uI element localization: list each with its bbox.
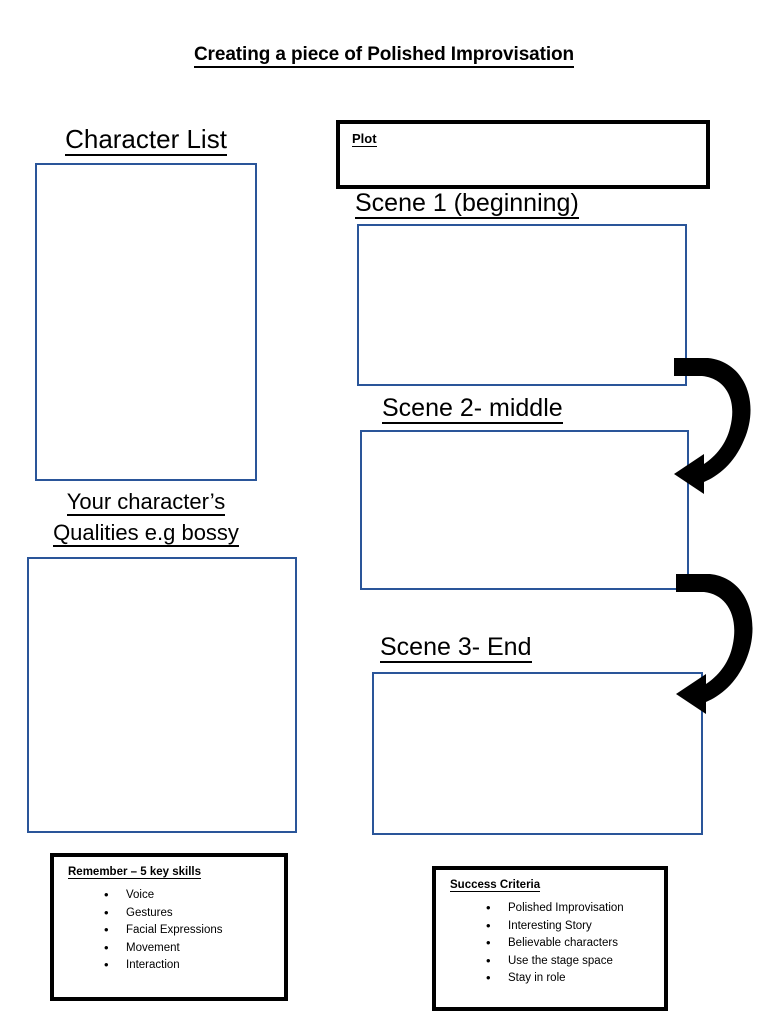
character-list-answer-box[interactable] — [35, 163, 257, 481]
plot-label: Plot — [352, 131, 377, 147]
plot-box[interactable]: Plot — [336, 120, 710, 189]
scene-3-heading-text: Scene 3- End — [380, 633, 532, 663]
scene-3-heading: Scene 3- End — [380, 633, 532, 663]
success-criteria-title: Success Criteria — [450, 879, 541, 892]
scene-1-answer-box[interactable] — [357, 224, 687, 386]
character-list-heading-text: Character List — [65, 124, 227, 156]
list-item: Stay in role — [486, 969, 624, 988]
remember-box-title-text: Remember – 5 key skills — [68, 866, 201, 879]
list-item: Polished Improvisation — [486, 899, 624, 918]
scene-3-answer-box[interactable] — [372, 672, 703, 835]
qualities-heading-line1: Your character’s — [66, 489, 226, 516]
list-item: Interesting Story — [486, 917, 624, 936]
list-item: Interaction — [104, 956, 223, 975]
remember-box-title: Remember – 5 key skills — [68, 866, 201, 879]
list-item: Facial Expressions — [104, 921, 222, 940]
qualities-heading: Your character’s Qualities e.g bossy — [0, 486, 292, 548]
remember-box-list: Voice Gestures Facial Expressions Moveme… — [82, 886, 223, 975]
qualities-heading-line2: Qualities e.g bossy — [53, 520, 239, 547]
scene-1-heading-text: Scene 1 (beginning) — [355, 189, 579, 219]
plot-label-text: Plot — [352, 131, 377, 147]
list-item: Voice — [104, 886, 223, 905]
scene-1-heading: Scene 1 (beginning) — [355, 189, 579, 219]
list-item: Movement — [104, 939, 223, 958]
page-title-text: Creating a piece of Polished Improvisati… — [193, 44, 574, 68]
list-item: Gestures — [104, 904, 223, 923]
scene-2-heading: Scene 2- middle — [382, 394, 563, 424]
success-criteria-box: Success Criteria Polished Improvisation … — [432, 866, 668, 1011]
page-title: Creating a piece of Polished Improvisati… — [0, 44, 768, 68]
remember-key-skills-box: Remember – 5 key skills Voice Gestures F… — [50, 853, 288, 1001]
list-item: Believable characters — [486, 934, 624, 953]
success-criteria-title-text: Success Criteria — [450, 879, 541, 892]
success-criteria-list: Polished Improvisation Interesting Story… — [464, 899, 624, 988]
list-item: Use the stage space — [486, 952, 624, 971]
scene-2-heading-text: Scene 2- middle — [382, 394, 563, 424]
character-list-heading: Character List — [0, 124, 292, 156]
qualities-answer-box[interactable] — [27, 557, 297, 833]
scene-2-answer-box[interactable] — [360, 430, 689, 590]
